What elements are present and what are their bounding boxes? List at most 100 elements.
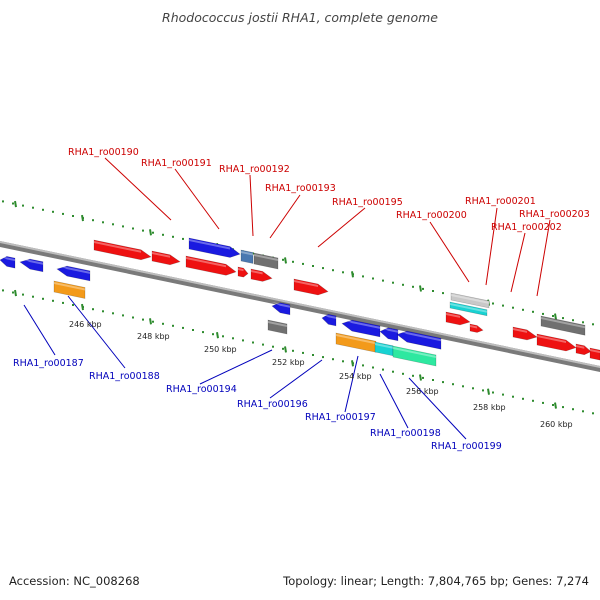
strand-dot bbox=[132, 316, 134, 319]
tick-label: 246 kbp bbox=[69, 320, 102, 329]
strand-dot bbox=[42, 297, 44, 300]
strand-dot bbox=[52, 210, 54, 213]
gene-label-ro00187[interactable]: RHA1_ro00187 bbox=[13, 358, 84, 369]
tick-mark bbox=[284, 257, 287, 264]
strand-dot bbox=[232, 337, 234, 340]
strand-dot bbox=[582, 321, 584, 324]
strand-dot bbox=[392, 281, 394, 284]
gene-label-ro00192[interactable]: RHA1_ro00192 bbox=[219, 164, 290, 175]
strand-dot bbox=[272, 345, 274, 348]
strand-dot bbox=[542, 401, 544, 404]
gene-feature bbox=[271, 302, 291, 316]
strand-dot bbox=[172, 235, 174, 238]
strand-dot bbox=[22, 293, 24, 296]
gene-label-ro00191[interactable]: RHA1_ro00191 bbox=[141, 158, 212, 169]
tick-mark bbox=[487, 388, 490, 395]
gene-feature bbox=[53, 280, 86, 299]
callout-line bbox=[67, 295, 126, 369]
strand-dot bbox=[92, 308, 94, 311]
tick-label: 258 kbp bbox=[473, 403, 506, 412]
strand-dot bbox=[12, 291, 14, 294]
feature-highlight bbox=[446, 313, 460, 318]
strand-dot bbox=[322, 356, 324, 359]
strand-dot bbox=[412, 374, 414, 377]
strand-dot bbox=[432, 379, 434, 381]
gene-feature bbox=[335, 332, 377, 353]
strand-dot bbox=[522, 397, 524, 400]
tick-mark bbox=[554, 313, 557, 320]
tick-mark bbox=[554, 402, 557, 409]
feature-highlight bbox=[322, 314, 336, 319]
gene-label-ro00203[interactable]: RHA1_ro00203 bbox=[519, 209, 590, 220]
genome-title: Rhodococcus jostii RHA1, complete genome bbox=[162, 10, 438, 25]
gene-label-ro00197[interactable]: RHA1_ro00197 bbox=[305, 412, 376, 423]
tick-mark bbox=[419, 285, 422, 292]
gene-label-ro00198[interactable]: RHA1_ro00198 bbox=[370, 428, 441, 439]
callout-line bbox=[429, 221, 470, 283]
gene-label-ro00194[interactable]: RHA1_ro00194 bbox=[166, 384, 237, 395]
callout-line bbox=[174, 168, 220, 230]
gene-feature bbox=[396, 330, 442, 350]
callout-line bbox=[249, 174, 254, 237]
gene-label-ro00188[interactable]: RHA1_ro00188 bbox=[89, 371, 160, 382]
gene-feature bbox=[188, 237, 241, 258]
feature-highlight bbox=[576, 345, 585, 349]
strand-dot bbox=[572, 319, 574, 322]
gene-label-ro00202[interactable]: RHA1_ro00202 bbox=[491, 222, 562, 233]
strand-dot bbox=[62, 301, 64, 304]
feature-highlight bbox=[94, 241, 141, 253]
strand-dot bbox=[382, 368, 384, 371]
tick-mark bbox=[419, 374, 422, 381]
strand-dot bbox=[312, 354, 314, 356]
gene-label-ro00196[interactable]: RHA1_ro00196 bbox=[237, 399, 308, 410]
strand-dot bbox=[492, 391, 494, 394]
strand-dot bbox=[372, 366, 374, 369]
tick-mark bbox=[149, 229, 152, 236]
gene-feature bbox=[450, 292, 490, 309]
gene-label-ro00195[interactable]: RHA1_ro00195 bbox=[332, 197, 403, 208]
strand-dot bbox=[322, 267, 324, 270]
callout-line bbox=[23, 304, 56, 356]
callout-line bbox=[485, 207, 498, 286]
strand-dot bbox=[362, 275, 364, 278]
feature-highlight bbox=[254, 254, 278, 261]
strand-dot bbox=[502, 304, 504, 307]
callout-line bbox=[317, 207, 366, 248]
strand-dot bbox=[462, 385, 464, 388]
strand-dot bbox=[22, 204, 24, 207]
strand-dot bbox=[302, 262, 304, 265]
gene-label-ro00201[interactable]: RHA1_ro00201 bbox=[465, 196, 536, 207]
strand-dot bbox=[282, 347, 284, 350]
gene-feature bbox=[250, 268, 273, 282]
strand-dot bbox=[392, 370, 394, 373]
gene-label-ro00200[interactable]: RHA1_ro00200 bbox=[396, 210, 467, 221]
strand-dot bbox=[432, 290, 434, 292]
tick-label: 248 kbp bbox=[137, 332, 170, 341]
strand-dot bbox=[412, 285, 414, 288]
tick-label: 254 kbp bbox=[339, 372, 372, 381]
gene-label-ro00193[interactable]: RHA1_ro00193 bbox=[265, 183, 336, 194]
gene-feature bbox=[293, 278, 329, 296]
feature-highlight bbox=[189, 239, 230, 250]
strand-dot bbox=[452, 383, 454, 386]
strand-dot bbox=[192, 329, 194, 331]
feature-highlight bbox=[375, 343, 393, 349]
strand-dot bbox=[342, 271, 344, 274]
feature-highlight bbox=[537, 335, 566, 343]
gene-label-ro00199[interactable]: RHA1_ro00199 bbox=[431, 441, 502, 452]
feature-highlight bbox=[451, 294, 489, 304]
strand-dot bbox=[572, 408, 574, 411]
strand-dot bbox=[32, 206, 34, 209]
feature-highlight bbox=[541, 317, 585, 329]
gene-feature bbox=[589, 347, 600, 361]
gene-label-ro00190[interactable]: RHA1_ro00190 bbox=[68, 147, 139, 158]
strand-dot bbox=[142, 318, 144, 321]
gene-feature bbox=[392, 345, 437, 367]
callout-line bbox=[269, 194, 301, 239]
strand-dot bbox=[562, 406, 564, 409]
tick-label: 250 kbp bbox=[204, 345, 237, 354]
strand-dot bbox=[372, 277, 374, 280]
strand-dot bbox=[402, 283, 404, 286]
